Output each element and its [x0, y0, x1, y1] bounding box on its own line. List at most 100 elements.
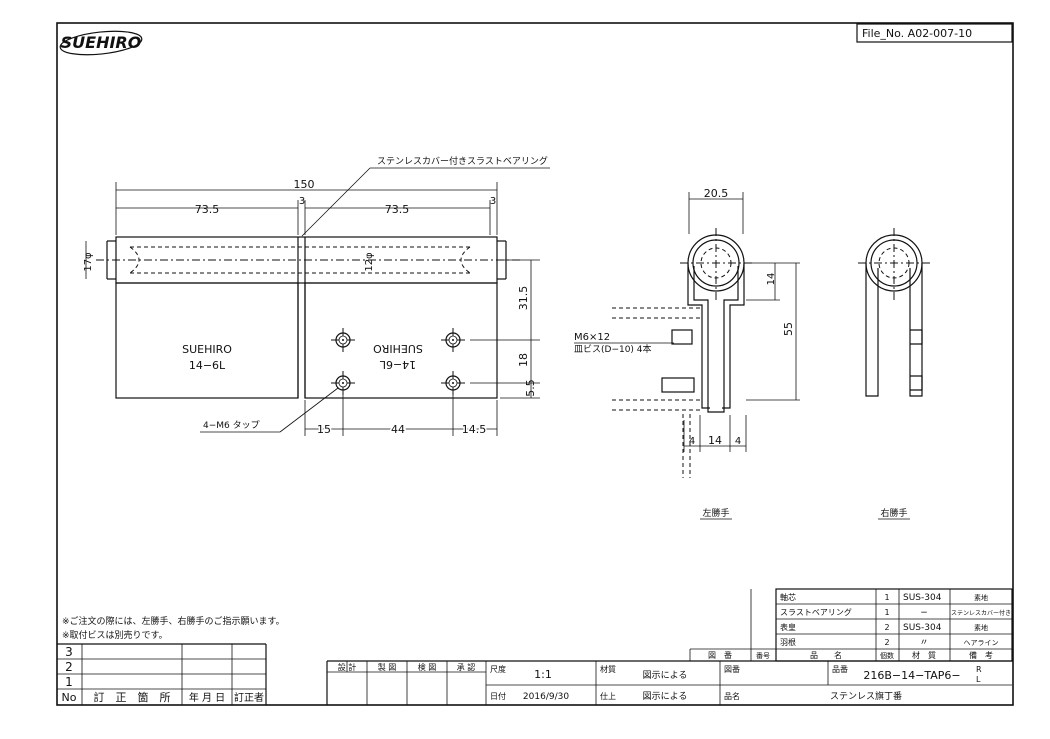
label-hinmei: 品名 — [724, 691, 740, 701]
hinban-value: 216B−14−TAP6− — [863, 669, 960, 682]
revision-row-3: 3 — [65, 645, 73, 659]
hinmei-value: ステンレス旗丁番 — [830, 690, 902, 702]
dim-20-5: 20.5 — [704, 187, 729, 200]
label-finish: 仕上 — [600, 691, 616, 701]
left-hand-caption: 左勝手 — [702, 507, 729, 519]
side-view-left: 20.5 14 55 M6×12 皿ビス(D−10) 4本 4 14 4 左勝手 — [574, 187, 800, 520]
scale-value: 1:1 — [534, 668, 552, 681]
leaf-stamp-model: 14−6L — [189, 359, 226, 372]
dim-73-5-left: 73.5 — [195, 203, 220, 216]
part-name: 軸芯 — [780, 592, 796, 602]
dim-4-right: 4 — [735, 436, 741, 447]
right-hand-caption: 右勝手 — [880, 507, 907, 519]
screw-spec: M6×12 — [574, 332, 610, 343]
parts-row-1: 軸芯 1 SUS-304 素地 — [780, 592, 988, 603]
label-hinban: 品番 — [832, 664, 848, 674]
bearing-leader: ステンレスカバー付きスラストベアリング — [301, 155, 550, 237]
label-shounin: 承 認 — [457, 662, 476, 672]
leaf-stamp-brand-mirrored: SUEHIRO — [373, 342, 423, 355]
tap-holes — [331, 328, 465, 395]
revision-table: 3 2 1 No 訂 正 箇 所 年 月 日 訂正者 — [57, 643, 267, 705]
tap-leader: 4−M6 タップ — [200, 387, 339, 433]
front-view: SUEHIRO 14−6L SUEHIRO 14−6L 150 73.5 3 7… — [83, 155, 550, 438]
hinban-r: R — [976, 665, 982, 674]
dim-5-5: 5.5 — [524, 379, 537, 397]
label-zuban: 図番 — [724, 664, 740, 674]
dim-18: 18 — [517, 353, 530, 367]
dim-14-bottom: 14 — [708, 434, 722, 447]
header-note: 備 考 — [969, 650, 993, 660]
drawing-frame — [56, 22, 1014, 706]
file-number-box: File_No. A02-007-10 — [856, 23, 1013, 43]
dim-44: 44 — [391, 423, 405, 436]
revision-header-by: 訂正者 — [234, 691, 264, 704]
part-qty: 1 — [884, 608, 889, 617]
parts-table: 軸芯 1 SUS-304 素地 スラストベアリング 1 − ステンレスカバー付き… — [689, 588, 1013, 662]
header-name: 品 名 — [810, 650, 842, 660]
bearing-label: ステンレスカバー付きスラストベアリング — [377, 155, 548, 167]
label-material: 材質 — [600, 664, 616, 674]
notes: ※ご注文の際には、左勝手、右勝手のご指示願います。 ※取付ビスは別売りです。 — [62, 615, 285, 641]
dim-31-5: 31.5 — [517, 286, 530, 311]
part-qty: 2 — [884, 638, 889, 647]
suehiro-logo: SUEHIRO — [59, 30, 143, 56]
dim-150: 150 — [294, 178, 315, 191]
label-kenzu: 検 図 — [418, 662, 437, 672]
part-material: SUS-304 — [903, 593, 942, 603]
label-scale: 尺度 — [490, 664, 506, 674]
parts-row-4: 羽根 2 〃 ヘアライン — [780, 637, 999, 648]
note-line-1: ※ご注文の際には、左勝手、右勝手のご指示願います。 — [62, 615, 285, 627]
part-material: 〃 — [919, 638, 928, 648]
dim-55: 55 — [782, 322, 795, 336]
part-note: 素地 — [974, 593, 988, 602]
logo-text: SUEHIRO — [61, 33, 142, 52]
part-material: − — [920, 608, 928, 618]
leaf-stamp-model-mirrored: 14−6L — [379, 358, 416, 371]
file-number: File_No. A02-007-10 — [862, 27, 972, 40]
dim-4-left: 4 — [689, 436, 695, 447]
part-qty: 2 — [884, 623, 889, 632]
parts-table-header: 図 番 番号 品 名 個数 材 質 備 考 — [708, 650, 993, 660]
front-dimensions: 150 73.5 3 73.5 3 17φ 12φ 31.5 18 5.5 — [83, 178, 540, 438]
revision-row-1: 1 — [65, 675, 73, 689]
tap-label: 4−M6 タップ — [203, 420, 260, 431]
part-note: ヘアライン — [964, 639, 999, 647]
dim-3-end: 3 — [490, 196, 496, 207]
revision-header-date: 年 月 日 — [189, 691, 225, 704]
part-material: SUS-304 — [903, 623, 942, 633]
label-date: 日付 — [490, 691, 506, 701]
header-material: 材 質 — [912, 650, 936, 660]
dim-12-dia: 12φ — [364, 252, 375, 272]
header-zuban: 図 番 — [708, 650, 732, 660]
revision-row-2: 2 — [65, 660, 73, 674]
part-name: 羽根 — [780, 637, 796, 647]
part-qty: 1 — [884, 593, 889, 602]
revision-header-no: No — [62, 691, 77, 704]
note-line-2: ※取付ビスは別売りです。 — [62, 629, 168, 641]
part-name: スラストベアリング — [780, 607, 852, 617]
revision-header-desc: 訂 正 箇 所 — [94, 690, 171, 704]
finish-value: 図示による — [643, 691, 688, 702]
part-note: 素地 — [974, 623, 988, 632]
hinban-l: L — [976, 675, 981, 684]
label-seizu: 製 図 — [378, 662, 397, 672]
parts-row-2: スラストベアリング 1 − ステンレスカバー付き — [780, 607, 1011, 618]
dim-73-5-right: 73.5 — [385, 203, 410, 216]
dim-15: 15 — [317, 423, 331, 436]
parts-row-3: 表皇 2 SUS-304 素地 — [780, 622, 988, 633]
part-note: ステンレスカバー付き — [951, 609, 1011, 617]
screw-type: 皿ビス(D−10) 4本 — [574, 343, 652, 355]
date-value: 2016/9/30 — [523, 692, 569, 702]
label-sekkei: 設 計 — [338, 662, 357, 672]
side-view-right: 右勝手 — [858, 228, 930, 520]
part-name: 表皇 — [780, 622, 796, 632]
material-value: 図示による — [643, 670, 688, 681]
header-qty: 個数 — [880, 651, 894, 660]
leaf-stamp-brand: SUEHIRO — [182, 343, 232, 356]
dim-3-gap: 3 — [299, 196, 305, 207]
title-block: 設 計 製 図 検 図 承 認 尺度 1:1 日付 2016/9/30 材質 図… — [326, 660, 1012, 705]
dim-14-side: 14 — [766, 273, 777, 286]
header-no: 番号 — [756, 652, 770, 660]
dim-14-5: 14.5 — [462, 423, 487, 436]
